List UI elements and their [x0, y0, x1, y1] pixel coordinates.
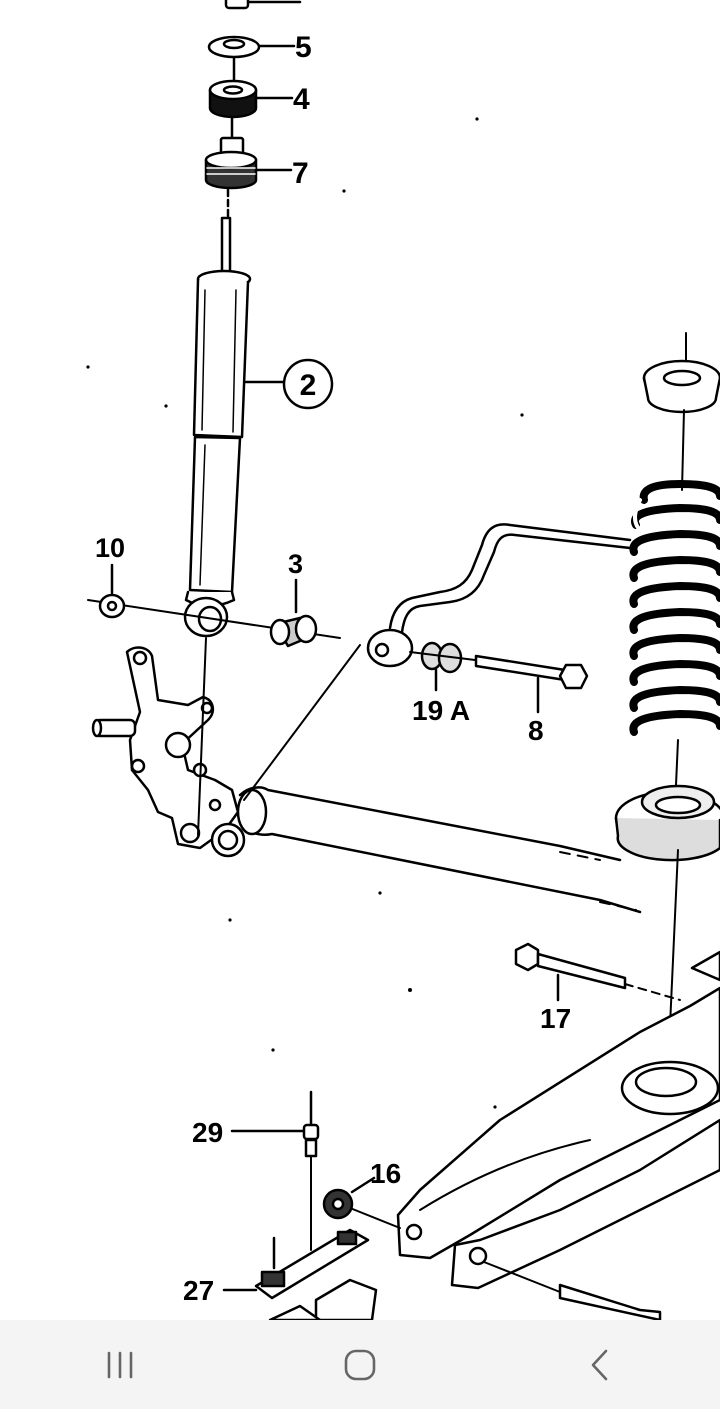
- callout-29: 29: [192, 1117, 223, 1148]
- link-bolt-part: [409, 651, 589, 714]
- shock-bushing-part: [269, 578, 318, 648]
- knuckle-part: [91, 637, 246, 858]
- suspension-parts-diagram: 5 4 7 2 10 3 19 A 8 17 29 16 27: [86, 0, 720, 1320]
- recent-apps-icon: [107, 1351, 133, 1378]
- callout-7: 7: [292, 157, 309, 190]
- axle-tube-part: [236, 786, 642, 914]
- home-icon: [344, 1349, 376, 1380]
- callout-4: 4: [293, 83, 310, 116]
- callout-19a: 19 A: [412, 695, 470, 726]
- callout-17: 17: [540, 1003, 571, 1034]
- scan-specks: [86, 117, 524, 1109]
- coil-spring-part: [614, 332, 720, 1071]
- trailing-arm-part: [349, 950, 720, 1320]
- upper-bushing-part: [208, 56, 294, 119]
- android-navigation-bar: [0, 1320, 720, 1409]
- home-button[interactable]: [300, 1320, 420, 1409]
- pin-part: [230, 1090, 320, 1251]
- link-bushing-part: [420, 641, 463, 692]
- long-bolt-part: [514, 942, 681, 1002]
- callout-5: 5: [295, 31, 312, 64]
- stabilizer-bar-part: [243, 523, 632, 801]
- arm-nut-part: [322, 1176, 376, 1220]
- bracket-plate-part: [222, 1228, 378, 1320]
- callout-3: 3: [288, 549, 303, 579]
- callout-10: 10: [95, 533, 125, 563]
- callout-8: 8: [528, 715, 544, 746]
- callout-27: 27: [183, 1275, 214, 1306]
- lower-bushing-part: [204, 115, 293, 190]
- callout-16: 16: [370, 1158, 401, 1189]
- top-nut-part: [224, 0, 302, 10]
- shock-absorber-part: [183, 188, 334, 638]
- nut-part: [98, 563, 126, 619]
- callout-2: 2: [300, 369, 317, 402]
- back-icon: [591, 1349, 608, 1380]
- back-button[interactable]: [540, 1320, 660, 1409]
- recent-apps-button[interactable]: [60, 1320, 180, 1409]
- washer-part: [207, 35, 296, 59]
